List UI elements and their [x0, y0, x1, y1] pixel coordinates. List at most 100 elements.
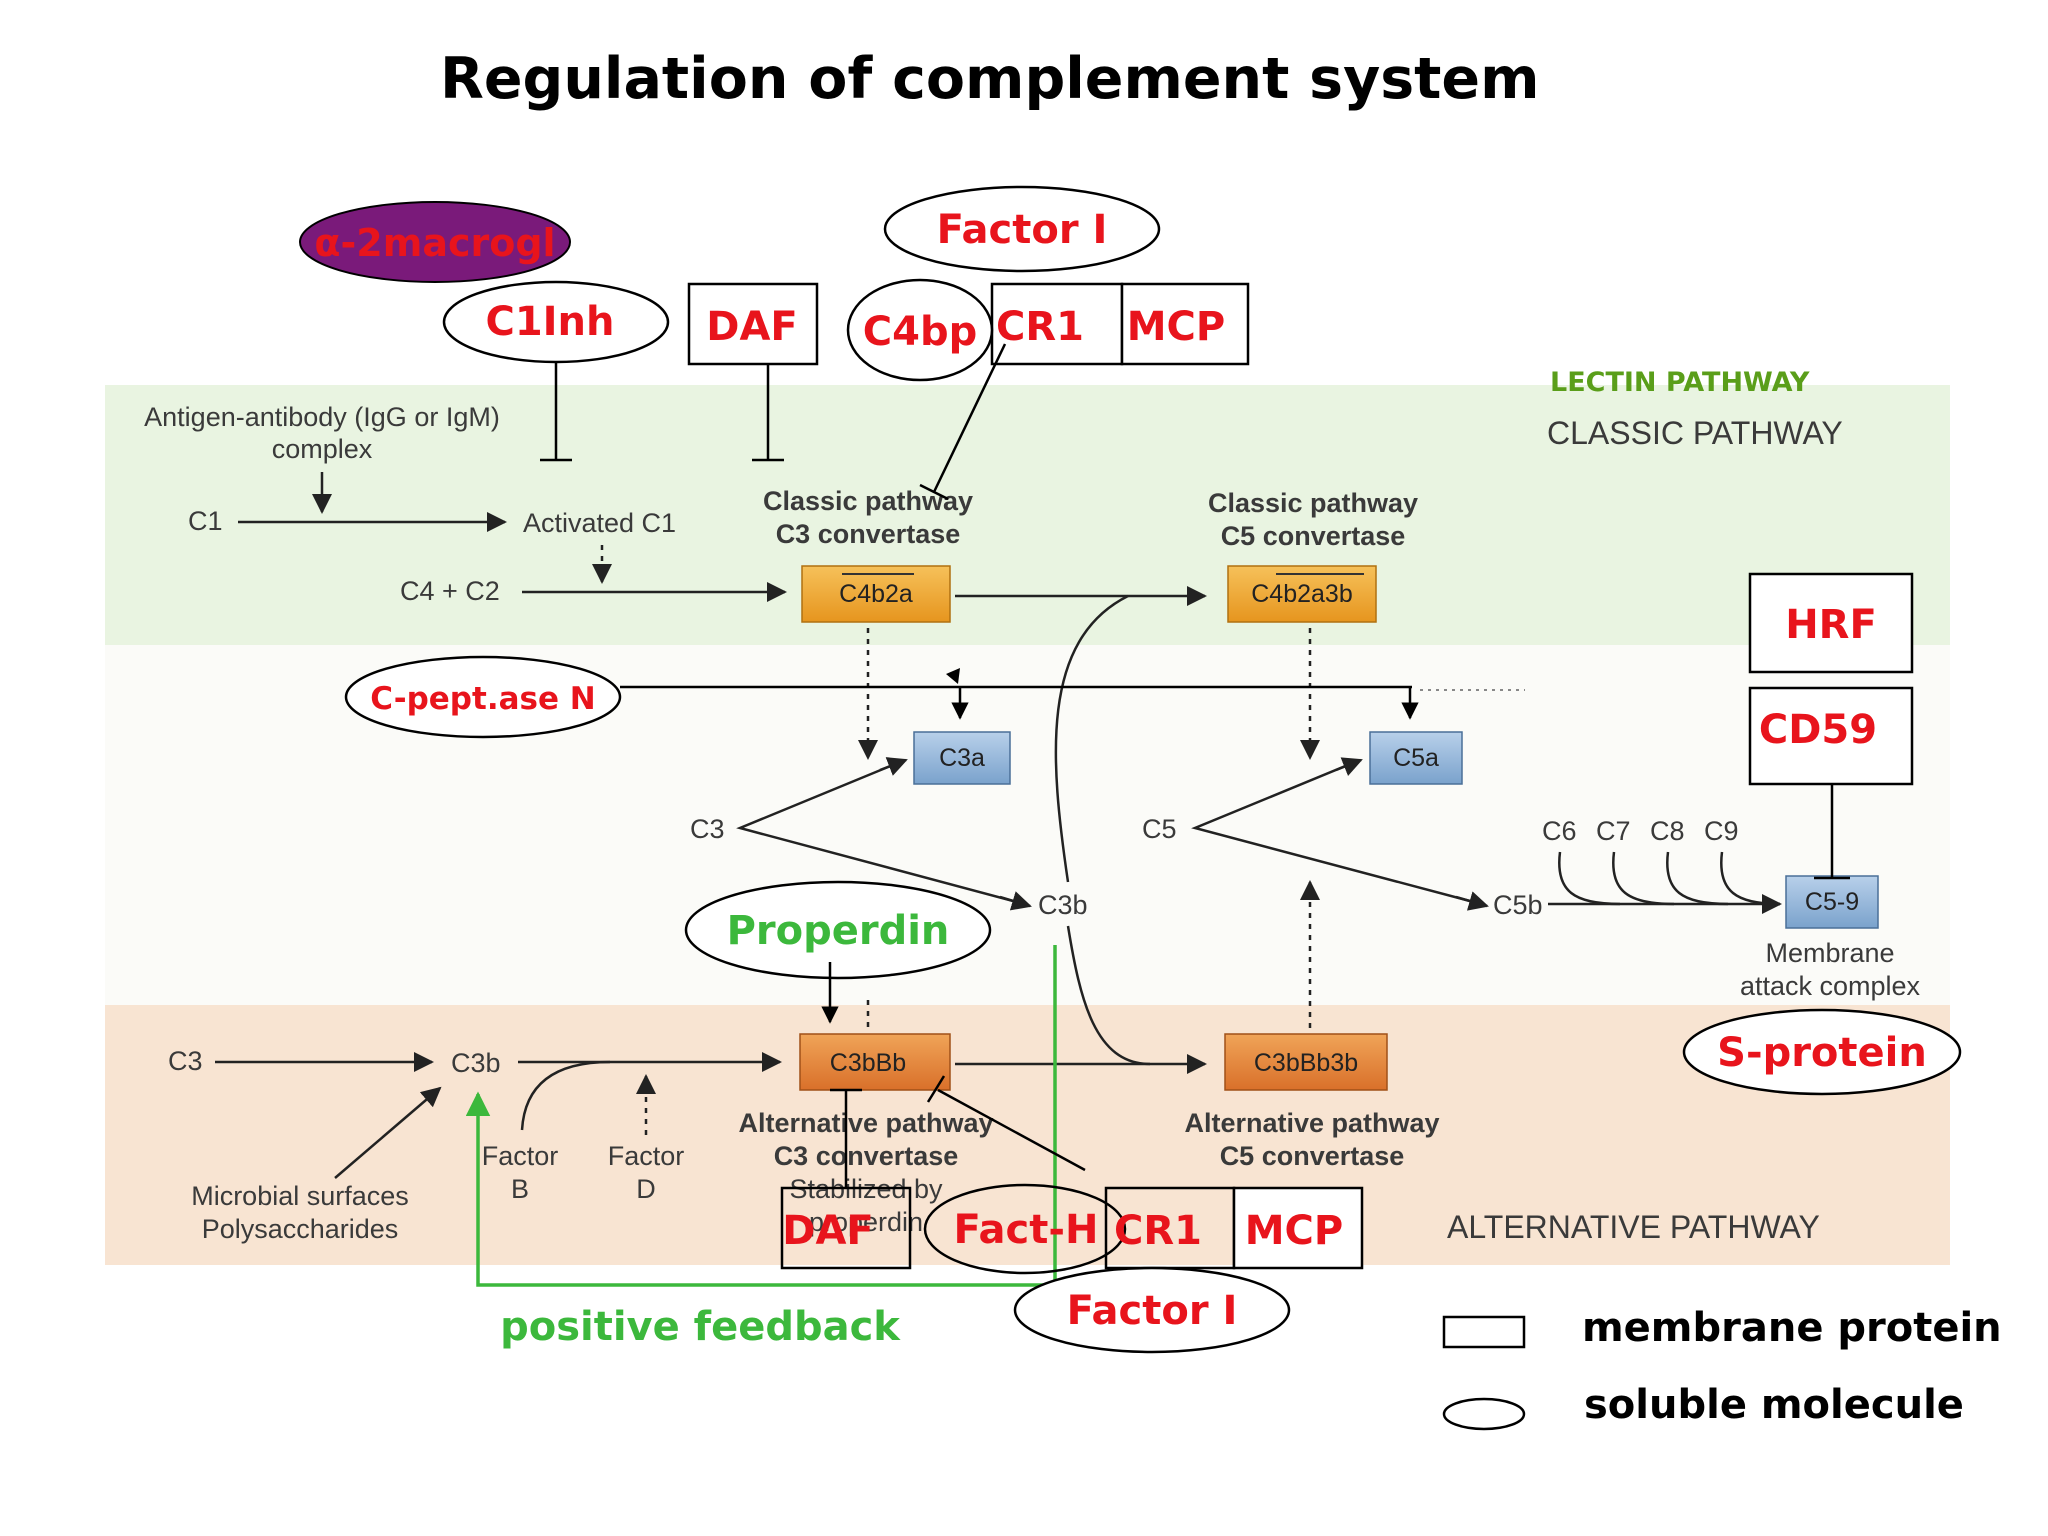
c3-split-lines [736, 758, 1029, 907]
c1inh-label: C1Inh [485, 299, 614, 345]
c5-9-label: C5-9 [1805, 888, 1859, 916]
c3b-to-classic-c5conv-curve [1054, 594, 1129, 883]
microbial-label-line1: Microbial surfaces [191, 1181, 409, 1211]
c4b2a3b-label: C4b2a3b [1251, 580, 1352, 608]
c5-to-c5a-arrowhead [1335, 757, 1363, 776]
classic-pathway-label: CLASSIC PATHWAY [1547, 415, 1843, 451]
c3-alt-label: C3 [168, 1046, 203, 1076]
c4b2a-box [801, 565, 951, 623]
fact-h-label: Fact-H [954, 1207, 1099, 1253]
c8-join-curve [1666, 851, 1729, 906]
alt-c3-convertase-title: Alternative pathway [738, 1108, 993, 1138]
cpeptase-small-arrowhead [946, 668, 960, 684]
cpeptase-ellipse [344, 655, 622, 739]
mac-label-line1: Membrane [1765, 938, 1894, 968]
mcp-top-box [1120, 282, 1250, 366]
factor-i-bottom-label: Factor I [1067, 1288, 1238, 1334]
alt-c5-convertase-subtitle: C5 convertase [1220, 1141, 1405, 1171]
c5b-label: C5b [1493, 890, 1543, 920]
c3bbb-label: C3bBb [830, 1049, 906, 1077]
c4bp-ellipse [846, 278, 994, 382]
antigen-antibody-label: Antigen-antibody (IgG or IgM) [144, 402, 500, 432]
activated-c1-label: Activated C1 [523, 508, 676, 538]
alt-c3-properdin-label: properdin [809, 1207, 923, 1237]
legend-soluble-label: soluble molecule [1584, 1382, 1964, 1428]
factor-b-curve [520, 1060, 611, 1131]
cr1-top-label: CR1 [996, 304, 1084, 350]
c3bbb3b-box [1224, 1033, 1388, 1091]
c6-join-curve [1558, 851, 1621, 906]
daf-bottom-label: DAF [782, 1208, 873, 1254]
a2-macroglobulin-label: α-2macrogl [314, 221, 555, 265]
c3a-label: C3a [939, 744, 985, 772]
c4bp-label: C4bp [863, 309, 977, 355]
cr1-top-inhibit-line [932, 343, 1007, 493]
c3-to-c3b-arrowhead [999, 891, 1032, 911]
c7-label: C7 [1596, 816, 1631, 846]
classic-c3-convertase-title: Classic pathway [763, 486, 973, 516]
c3b-alt-label: C3b [451, 1048, 501, 1078]
mcp-bottom-label: MCP [1245, 1208, 1343, 1254]
hrf-box [1748, 572, 1914, 674]
c9-label: C9 [1704, 816, 1739, 846]
c8-label: C8 [1650, 816, 1685, 846]
page-title: Regulation of complement system [440, 46, 1539, 112]
c9-join-curve [1720, 851, 1781, 906]
c4-c2-label: C4 + C2 [400, 576, 500, 606]
classic-pathway-band [105, 385, 1950, 645]
c3bbb-box [799, 1033, 951, 1091]
cr1-bottom-inhibit-line [937, 1088, 1086, 1172]
mcp-top-label: MCP [1127, 304, 1225, 350]
cpeptase-label: C-pept.ase N [370, 681, 595, 717]
c3-label: C3 [690, 814, 725, 844]
legend-soluble-shape [1442, 1397, 1526, 1431]
cr1-top-inhibit-bar [919, 483, 949, 501]
s-protein-ellipse [1682, 1008, 1962, 1096]
a2-macroglobulin-ellipse [299, 201, 571, 283]
c3b-center-label: C3b [1038, 890, 1088, 920]
c5a-box [1369, 731, 1463, 785]
microbial-label-line2: Polysaccharides [202, 1214, 399, 1244]
legend-membrane-shape [1442, 1315, 1526, 1349]
alt-c5-convertase-title: Alternative pathway [1184, 1108, 1439, 1138]
cr1-bottom-inhibit-bar [926, 1075, 946, 1103]
properdin-ellipse [684, 880, 992, 980]
c4b2a3b-box [1227, 565, 1377, 623]
c7-join-curve [1612, 851, 1675, 906]
legend-membrane-label: membrane protein [1582, 1305, 2002, 1351]
c5a-label: C5a [1393, 744, 1439, 772]
factor-i-bottom-ellipse [1013, 1266, 1291, 1354]
c4b2a-label: C4b2a [839, 580, 913, 608]
factor-i-top-ellipse [883, 185, 1161, 273]
factor-i-top-label: Factor I [937, 207, 1108, 253]
mcp-bottom-box [1232, 1186, 1364, 1270]
c3-to-c3a-arrowhead [879, 757, 908, 776]
c1-label: C1 [188, 506, 223, 536]
c3b-to-alt-c5conv-curve [1066, 925, 1151, 1066]
c5-to-c5b-arrowhead [1455, 891, 1489, 911]
fact-h-ellipse [923, 1183, 1127, 1275]
c3a-box [913, 731, 1011, 785]
c5-split-lines [1191, 758, 1486, 907]
factor-b-label-line1: Factor [482, 1141, 559, 1171]
alternative-pathway-label: ALTERNATIVE PATHWAY [1447, 1209, 1820, 1245]
positive-feedback-line [476, 945, 1057, 1287]
s-protein-label: S-protein [1717, 1030, 1927, 1076]
lectin-pathway-label: LECTIN PATHWAY [1550, 367, 1810, 398]
cd59-label: CD59 [1759, 707, 1877, 753]
hrf-label: HRF [1785, 602, 1877, 648]
daf-top-box [687, 282, 819, 366]
alternative-pathway-band [105, 1005, 1950, 1265]
microbial-arrow [334, 1086, 442, 1179]
factor-d-label-line2: D [636, 1174, 656, 1204]
c3bbb3b-label: C3bBb3b [1254, 1049, 1358, 1077]
antigen-complex-label: complex [272, 434, 373, 464]
classic-c5-convertase-title: Classic pathway [1208, 488, 1418, 518]
classic-c3-convertase-subtitle: C3 convertase [776, 519, 961, 549]
factor-d-label-line1: Factor [608, 1141, 685, 1171]
cr1-bottom-label: CR1 [1114, 1208, 1202, 1254]
daf-top-label: DAF [706, 304, 797, 350]
c5-label: C5 [1142, 814, 1177, 844]
positive-feedback-label: positive feedback [500, 1304, 901, 1350]
factor-b-label-line2: B [511, 1174, 529, 1204]
